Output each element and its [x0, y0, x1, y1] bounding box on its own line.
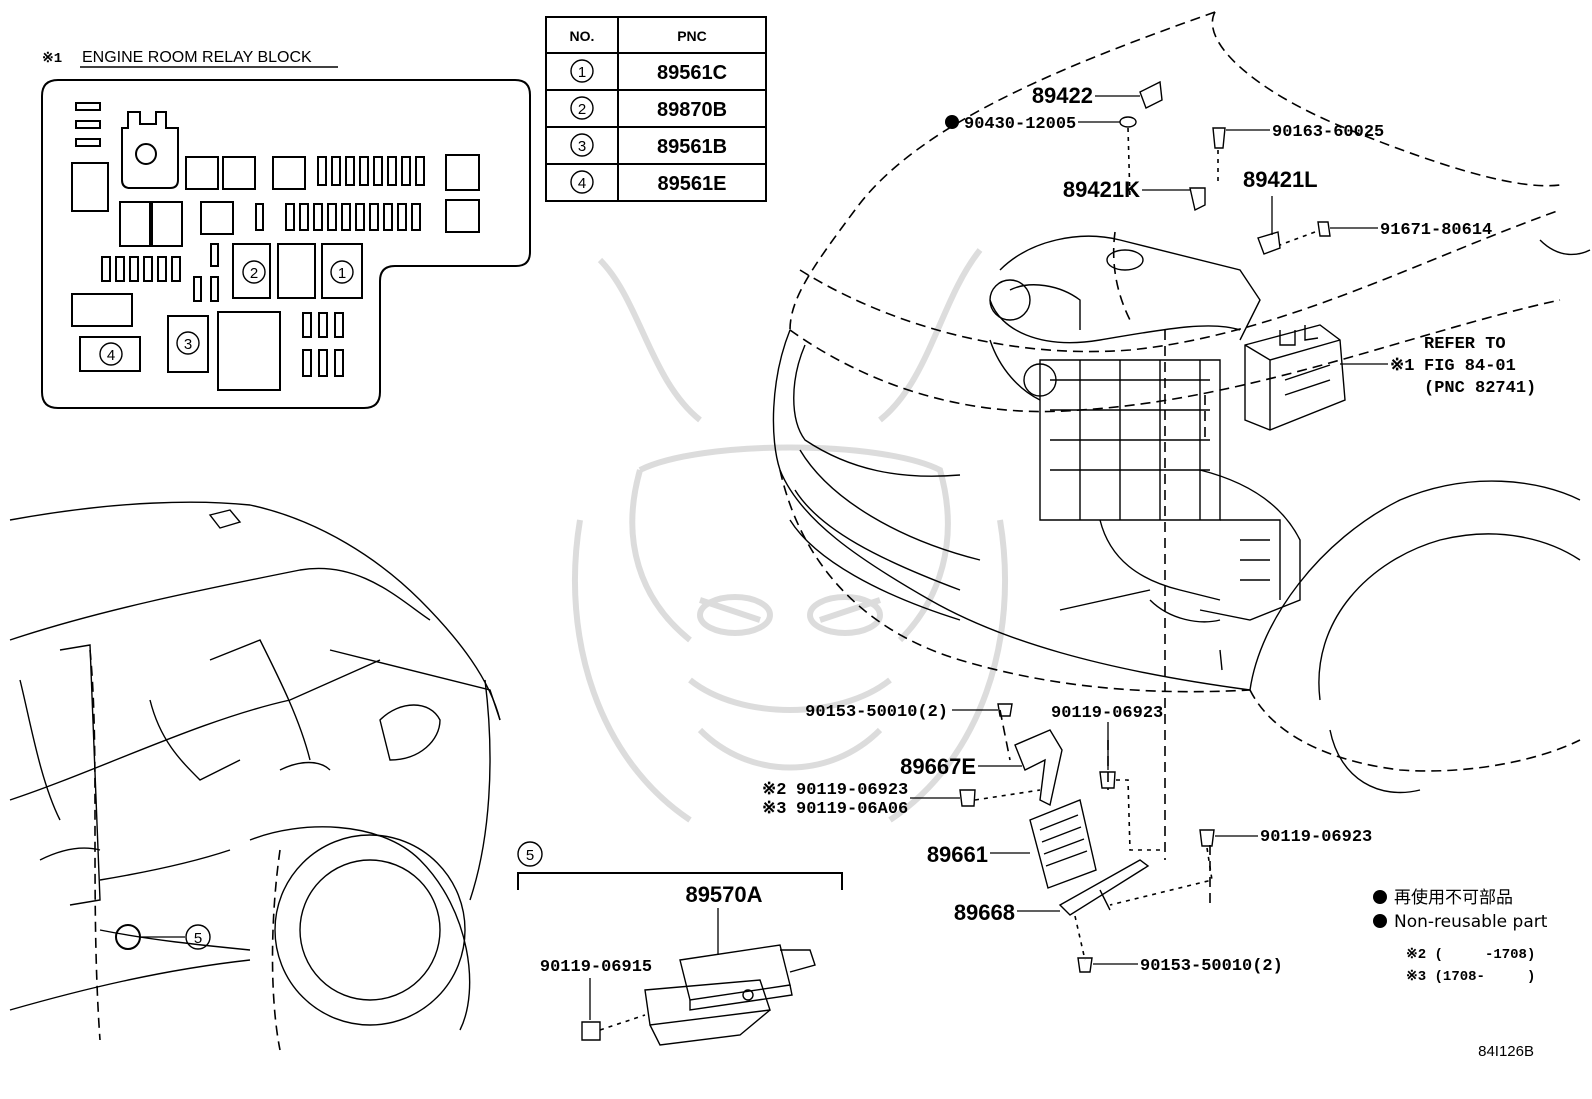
- mini-fuses-row4: [302, 312, 344, 377]
- rear-car-illustration: 5: [9, 501, 501, 1051]
- svg-text:89561E: 89561E: [658, 173, 727, 195]
- part-89667E: 89667E: [900, 754, 976, 779]
- svg-text:89561B: 89561B: [657, 136, 727, 158]
- legend-note3: ※3 (1708- ): [1406, 969, 1535, 985]
- relay-slot-3: 3: [176, 331, 200, 355]
- refer-to-line2: FIG 84-01: [1424, 357, 1516, 376]
- svg-text:89870B: 89870B: [657, 99, 727, 121]
- part-89661: 89661: [927, 842, 988, 867]
- inset-5: 5 89570A 90119-06915: [517, 841, 843, 1046]
- car-callout-5: 5: [185, 924, 211, 950]
- relay-slot-1: 1: [330, 260, 354, 284]
- legend-english: Non-reusable part: [1394, 912, 1548, 932]
- refer-to-marker: ※1: [1390, 357, 1414, 376]
- part-90119-06915: 90119-06915: [540, 958, 652, 977]
- relay-block-marker: ※1: [42, 51, 62, 67]
- refer-to-line3: (PNC 82741): [1424, 379, 1536, 398]
- part-89421L: 89421L: [1243, 167, 1318, 192]
- inset-5-number: 5: [526, 847, 534, 864]
- engine-block: [989, 235, 1301, 671]
- relay-block-outline: [41, 79, 531, 409]
- watermark-emblem: [571, 248, 1009, 823]
- part-90119-06923-right: 90119-06923: [1260, 828, 1372, 847]
- svg-text:4: 4: [107, 347, 115, 364]
- pnc-table: NO. PNC 1 89561C 2 89870B 3 89561B: [545, 16, 767, 202]
- pnc-table-header-pnc: PNC: [677, 28, 707, 44]
- refer-to-line1: REFER TO: [1424, 335, 1506, 354]
- non-reusable-dot: [945, 115, 959, 129]
- engine-part-labels: 89422 90430-12005 90163-60025 89421K 894…: [945, 80, 1536, 398]
- figure-id: 84I126B: [1478, 1043, 1534, 1060]
- note2-marker: ※2: [762, 781, 786, 800]
- note3-marker: ※3: [762, 800, 786, 819]
- part-90119-06923-top: 90119-06923: [1051, 704, 1163, 723]
- svg-text:3: 3: [184, 336, 192, 353]
- relay-block-title: ENGINE ROOM RELAY BLOCK: [82, 49, 312, 66]
- relay-block-section: ※1 ENGINE ROOM RELAY BLOCK: [41, 49, 531, 409]
- legend-dot-icon: [1373, 914, 1387, 928]
- part-89668: 89668: [954, 900, 1015, 925]
- svg-text:5: 5: [194, 930, 202, 947]
- svg-text:89561C: 89561C: [657, 62, 727, 84]
- svg-text:2: 2: [250, 265, 258, 282]
- part-90119-06923-note2: 90119-06923: [796, 781, 908, 800]
- legend: 再使用不可部品 Non-reusable part ※2 ( -1708) ※3…: [1373, 887, 1548, 985]
- legend-dot-icon: [1373, 890, 1387, 904]
- legend-note2: ※2 ( -1708): [1406, 947, 1535, 963]
- relay-slot-2: 2: [242, 260, 266, 284]
- svg-text:1: 1: [338, 265, 346, 282]
- mini-fuses-row1: [317, 156, 425, 186]
- pnc-table-row: 3 89561B: [545, 126, 767, 165]
- relay-slot-4: 4: [99, 342, 123, 366]
- part-91671-80614: 91671-80614: [1380, 221, 1492, 240]
- part-90119-06A06-note3: 90119-06A06: [796, 800, 908, 819]
- part-90163-60025: 90163-60025: [1272, 123, 1384, 142]
- svg-text:2: 2: [578, 101, 586, 118]
- part-90430-12005: 90430-12005: [964, 115, 1076, 134]
- mini-fuses-row3: [101, 256, 181, 282]
- ecu-group: 90153-50010(2) 90119-06923 89667E ※2 901…: [762, 703, 1372, 976]
- svg-text:1: 1: [578, 64, 586, 81]
- pnc-table-row: 2 89870B: [545, 89, 767, 128]
- pnc-table-header-no: NO.: [570, 28, 595, 44]
- part-90153-50010-bottom: 90153-50010(2): [1140, 957, 1283, 976]
- mini-fuses-row2: [285, 203, 421, 231]
- legend-japanese: 再使用不可部品: [1394, 887, 1513, 908]
- svg-text:4: 4: [578, 175, 586, 192]
- relay-block-unit: [1244, 324, 1346, 431]
- svg-text:3: 3: [578, 138, 586, 155]
- pnc-table-row: 4 89561E: [545, 163, 767, 202]
- part-89421K: 89421K: [1063, 177, 1140, 202]
- engine-bay-illustration: [772, 11, 1591, 905]
- pnc-table-row: 1 89561C: [545, 52, 767, 91]
- part-90153-50010-top: 90153-50010(2): [805, 703, 948, 722]
- part-89570A: 89570A: [685, 882, 762, 907]
- part-89422: 89422: [1032, 83, 1093, 108]
